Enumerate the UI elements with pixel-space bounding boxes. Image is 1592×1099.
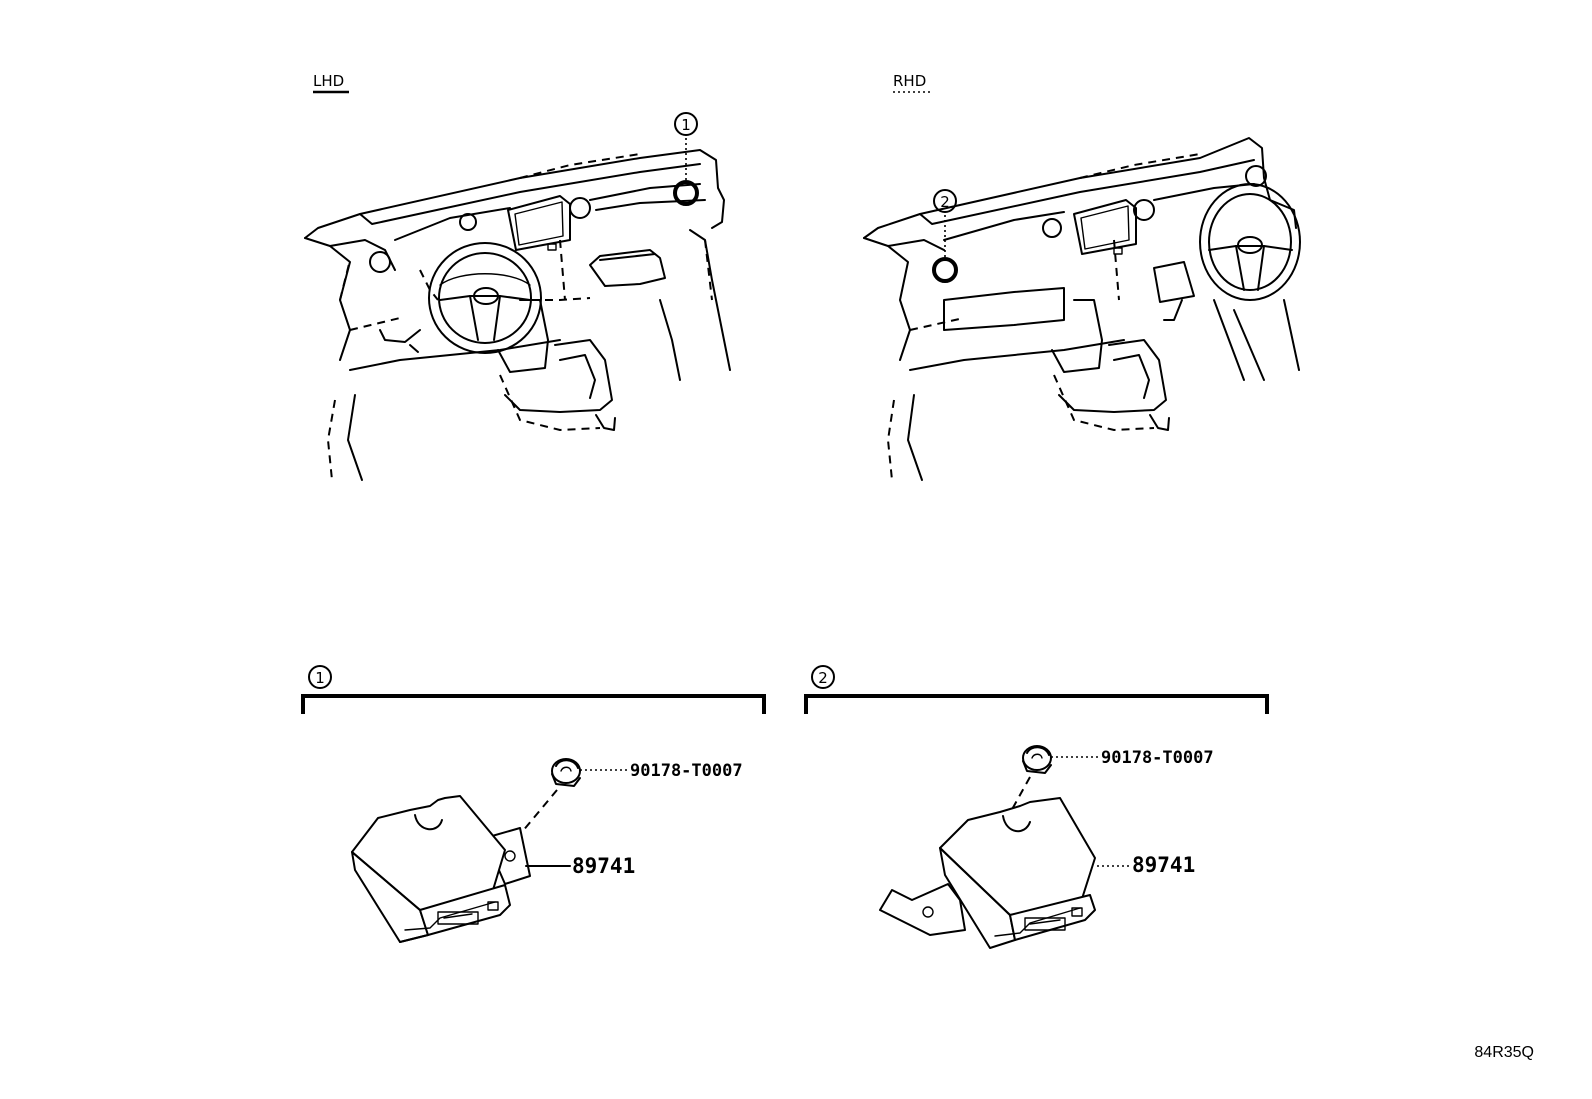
lhd-view: LHD 1 xyxy=(304,72,731,481)
lhd-location-marker xyxy=(673,180,699,206)
detail-1-module-drawing xyxy=(351,795,531,943)
detail-2-bracket xyxy=(804,694,1269,714)
lhd-dashboard-drawing xyxy=(304,149,731,481)
rhd-label: RHD xyxy=(893,72,926,90)
detail-2-clip-part-number: 90178-T0007 xyxy=(1101,748,1214,768)
rhd-location-marker xyxy=(932,257,958,283)
rhd-callout-badge: 2 xyxy=(933,189,957,213)
svg-text:2: 2 xyxy=(818,669,828,687)
detail-2-module-part-number: 89741 xyxy=(1132,853,1195,877)
lhd-callout-badge: 1 xyxy=(674,112,698,136)
drawing-code: 84R35Q xyxy=(1474,1044,1534,1061)
detail-2-callout-badge: 2 xyxy=(811,665,835,689)
svg-text:1: 1 xyxy=(681,116,691,134)
svg-text:1: 1 xyxy=(315,669,325,687)
lhd-label: LHD xyxy=(313,72,344,90)
detail-1-clip-part-number: 90178-T0007 xyxy=(630,761,743,781)
detail-1-clip-drawing xyxy=(551,758,581,787)
rhd-view: RHD xyxy=(863,72,1301,481)
detail-1: 1 90178-T0007 89741 xyxy=(301,665,766,943)
detail-2-clip-drawing xyxy=(1022,745,1052,774)
detail-2-module-drawing xyxy=(879,797,1096,949)
detail-1-module-part-number: 89741 xyxy=(572,854,635,878)
detail-1-bracket xyxy=(301,694,766,714)
detail-1-callout-badge: 1 xyxy=(308,665,332,689)
svg-text:2: 2 xyxy=(940,193,950,211)
detail-2: 2 90178-T0007 89741 xyxy=(804,665,1269,949)
